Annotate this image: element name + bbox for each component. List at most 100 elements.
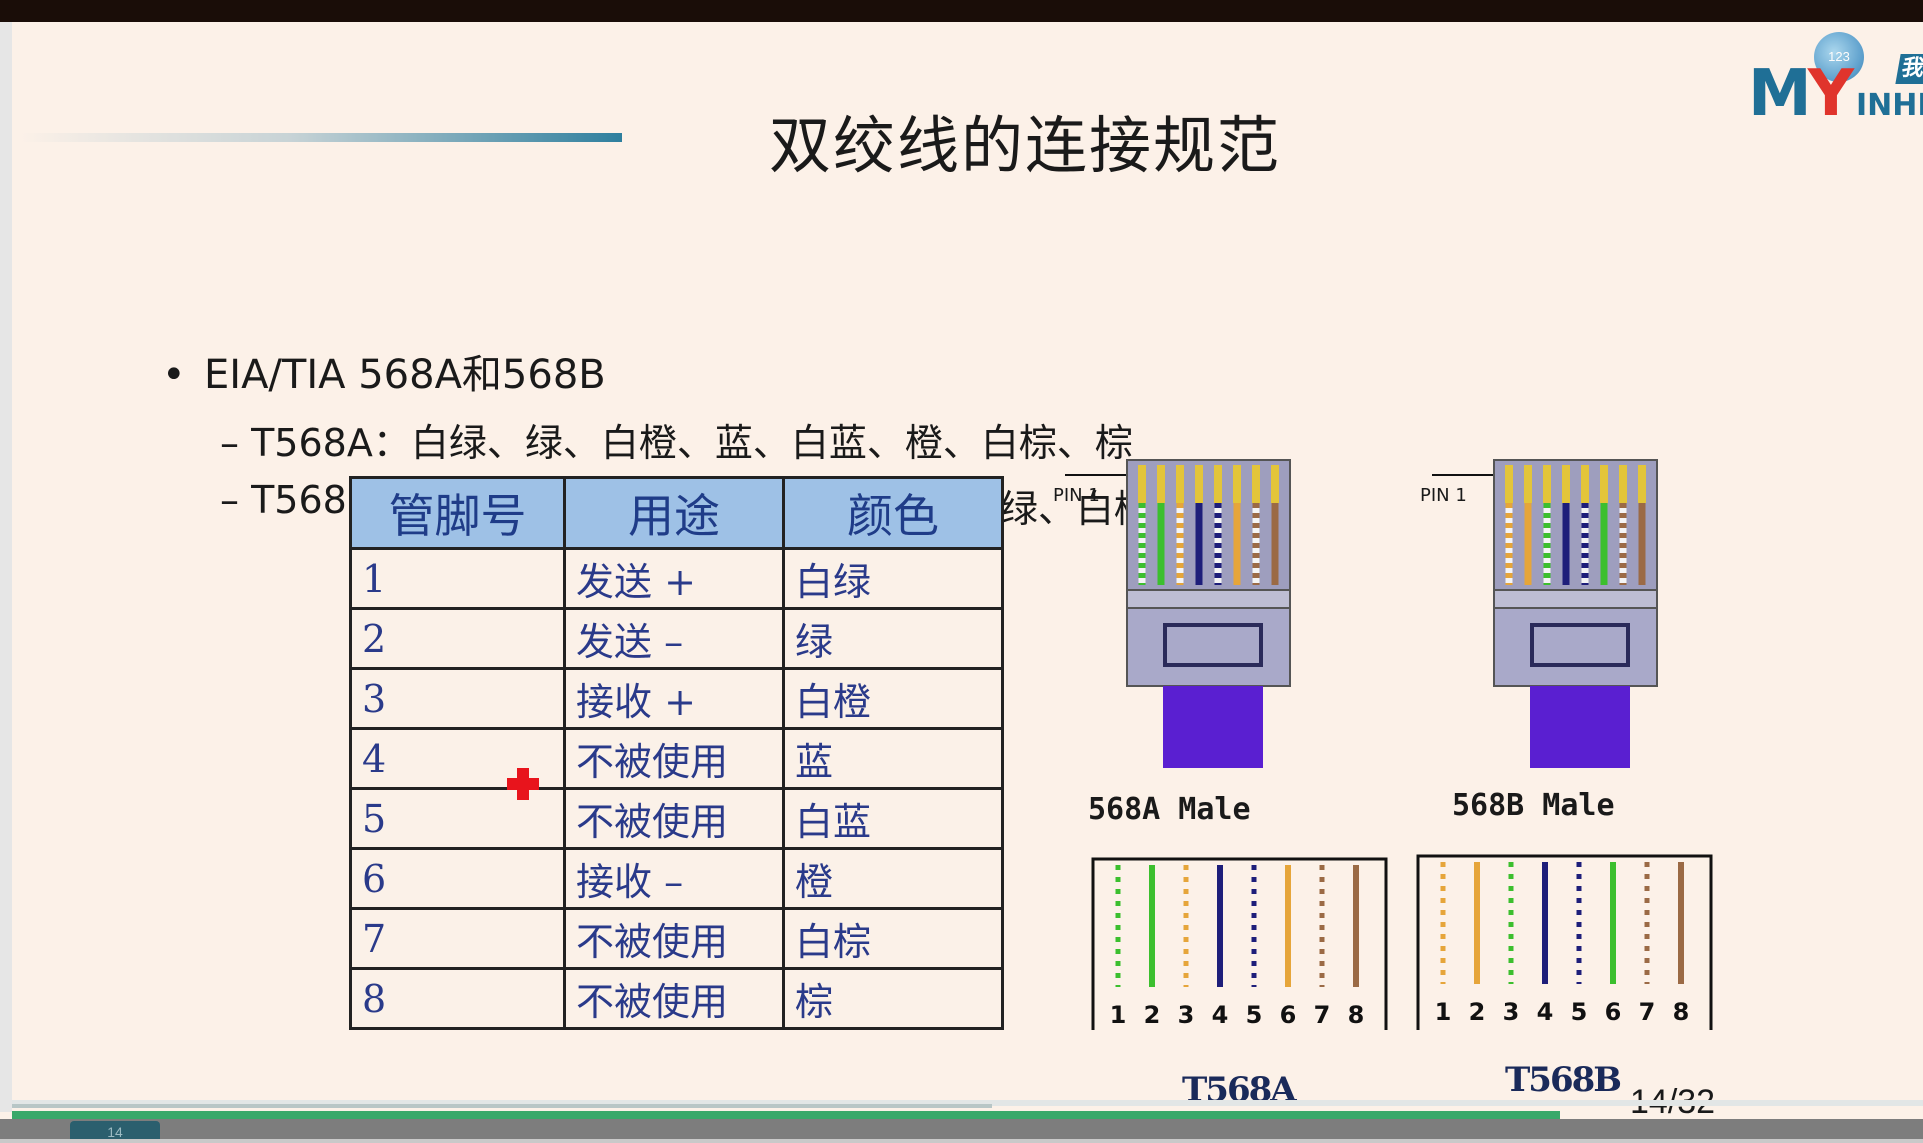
use-cell: 发送 + <box>563 547 785 610</box>
contact-pin <box>1562 465 1570 503</box>
pin-number-label: 2 <box>1144 1001 1161 1029</box>
use-cell: 不被使用 <box>563 727 785 790</box>
pin-cell: 3 <box>349 667 566 730</box>
logo-badge: 我 <box>1895 54 1923 84</box>
color-cell: 白绿 <box>782 547 1004 610</box>
pin-cell: 5 <box>349 787 566 850</box>
pin-number-label: 6 <box>1280 1001 1297 1029</box>
pin-number-label: 8 <box>1673 998 1690 1026</box>
contact-pin <box>1233 465 1241 503</box>
header-pin: 管脚号 <box>349 476 566 550</box>
logo-letters: MY <box>1748 62 1854 126</box>
logo-globe-icon: 123 <box>1814 32 1864 82</box>
red-cross-cursor-icon <box>507 768 539 800</box>
color-cell: 白棕 <box>782 907 1004 970</box>
logo: 123 MY INHI 我 <box>1748 28 1923 128</box>
table-row: 4 不被使用 蓝 <box>349 727 1004 790</box>
logo-letters-accent: Y <box>1807 57 1854 128</box>
connector-568a-diagram <box>1065 459 1291 768</box>
pin-number-label: 1 <box>1110 1001 1127 1029</box>
wire-strands-t568a <box>1115 865 1359 987</box>
pin-number-label: 5 <box>1571 998 1588 1026</box>
wire-strands-t568b <box>1440 862 1684 984</box>
contact-pin <box>1543 465 1551 503</box>
top-bar <box>0 0 1923 22</box>
use-cell: 接收 – <box>563 847 785 910</box>
pin-cell: 1 <box>349 547 566 610</box>
pin1-label-568a: PIN 1 <box>1053 485 1100 506</box>
use-cell: 不被使用 <box>563 787 785 850</box>
left-edge <box>0 22 12 1112</box>
contact-pin <box>1214 465 1222 503</box>
connector-568b-label: 568B Male <box>1452 788 1615 823</box>
bullet-dot-icon: • <box>162 352 186 398</box>
connector-568a-wires <box>1138 465 1279 585</box>
contact-pin <box>1505 465 1513 503</box>
use-cell: 不被使用 <box>563 907 785 970</box>
color-cell: 棕 <box>782 967 1004 1030</box>
slide-tab[interactable]: 14 <box>70 1121 160 1140</box>
logo-subtext: INHI <box>1856 88 1923 123</box>
pin-number-label: 7 <box>1639 998 1656 1026</box>
bullet-main-text: EIA/TIA 568A和568B <box>204 352 606 398</box>
pin-number-label: 1 <box>1435 998 1452 1026</box>
pin-number-label: 4 <box>1537 998 1554 1026</box>
table-row: 5 不被使用 白蓝 <box>349 787 1004 850</box>
connector-568a-label: 568A Male <box>1088 792 1251 827</box>
contact-pin <box>1638 465 1646 503</box>
pin-number-label: 6 <box>1605 998 1622 1026</box>
connector-568b-wires <box>1505 465 1646 585</box>
contact-pin <box>1157 465 1165 503</box>
slide-progress-bar <box>12 1111 1560 1119</box>
color-cell: 橙 <box>782 847 1004 910</box>
pin-number-label: 7 <box>1314 1001 1331 1029</box>
slide-title: 双绞线的连接规范 <box>768 109 1281 182</box>
bullet-sub-t568b-prefix: – T568 <box>220 478 347 522</box>
bullet-sub-t568a: – T568A：白绿、绿、白橙、蓝、白蓝、橙、白棕、棕 <box>220 421 1133 465</box>
pin-number-label: 8 <box>1348 1001 1365 1029</box>
progress-buffer <box>12 1104 992 1108</box>
contact-pin <box>1138 465 1146 503</box>
contact-pin <box>1600 465 1608 503</box>
pin-number-label: 4 <box>1212 1001 1229 1029</box>
header-decoration-line <box>20 133 622 142</box>
table-row: 1 发送 + 白绿 <box>349 547 1004 610</box>
use-cell: 不被使用 <box>563 967 785 1030</box>
logo-letters-main: M <box>1748 57 1812 128</box>
contact-pin <box>1176 465 1184 503</box>
color-cell: 蓝 <box>782 727 1004 790</box>
use-cell: 接收 + <box>563 667 785 730</box>
table-row: 7 不被使用 白棕 <box>349 907 1004 970</box>
color-cell: 白橙 <box>782 667 1004 730</box>
bottom-bar <box>0 1119 1923 1139</box>
contact-pin <box>1252 465 1260 503</box>
header-color: 颜色 <box>782 476 1004 550</box>
color-cell: 绿 <box>782 607 1004 670</box>
pin-number-label: 3 <box>1178 1001 1195 1029</box>
pin-table-header: 管脚号 用途 颜色 <box>349 476 1004 550</box>
pin-cell: 7 <box>349 907 566 970</box>
pin-number-label: 3 <box>1503 998 1520 1026</box>
pin-number-label: 5 <box>1246 1001 1263 1029</box>
connector-568b-diagram <box>1432 459 1658 768</box>
contact-pin <box>1271 465 1279 503</box>
contact-pin <box>1524 465 1532 503</box>
progress-track <box>12 1100 1923 1106</box>
color-cell: 白蓝 <box>782 787 1004 850</box>
use-cell: 发送 – <box>563 607 785 670</box>
contact-pin <box>1619 465 1627 503</box>
table-row: 2 发送 – 绿 <box>349 607 1004 670</box>
table-row: 3 接收 + 白橙 <box>349 667 1004 730</box>
pin-table: 管脚号 用途 颜色 1 发送 + 白绿 2 发送 – 绿 3 接收 + 白橙 <box>349 476 1004 1030</box>
standard-label-t568b: T568B <box>1505 1060 1622 1100</box>
contact-pin <box>1195 465 1203 503</box>
header-use: 用途 <box>563 476 785 550</box>
pin-cell: 6 <box>349 847 566 910</box>
pin-cell: 2 <box>349 607 566 670</box>
pin-cell: 8 <box>349 967 566 1030</box>
